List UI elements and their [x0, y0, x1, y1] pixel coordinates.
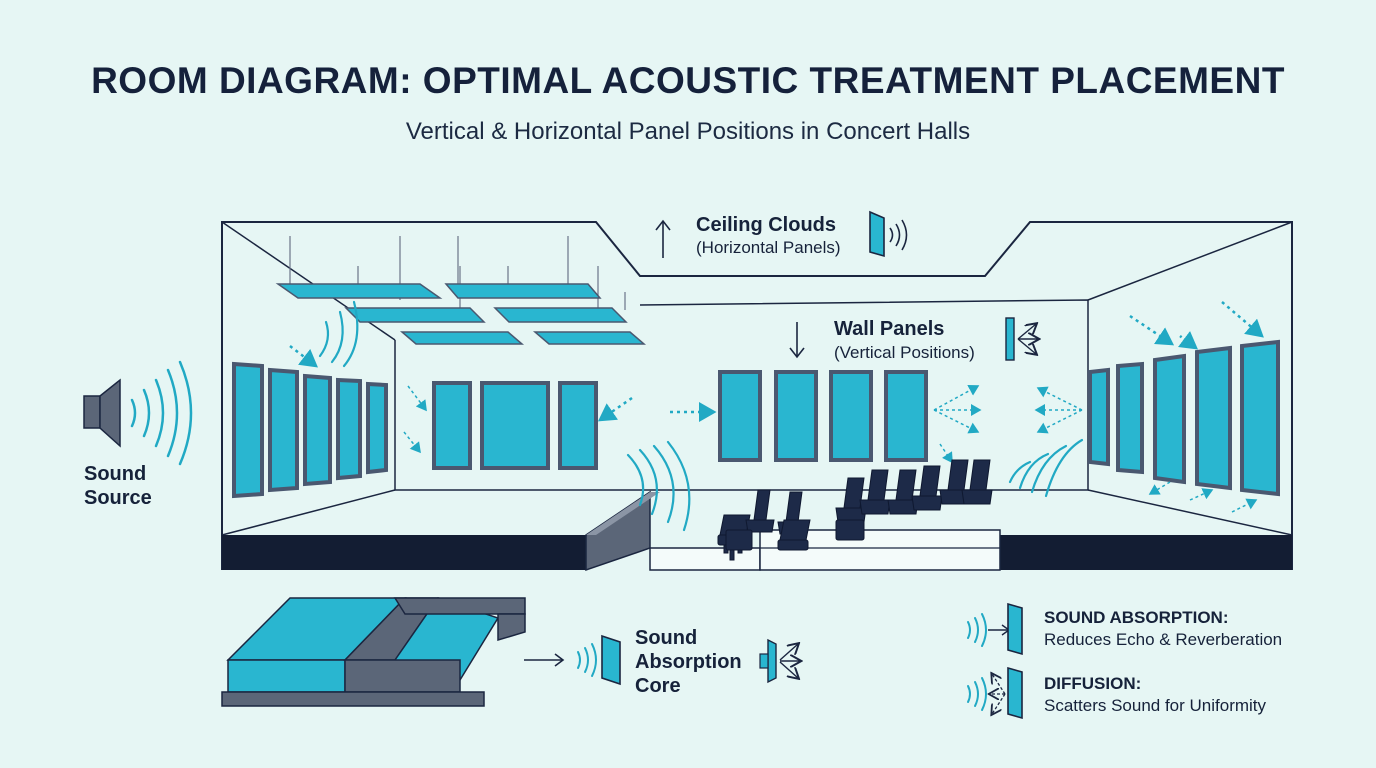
sound-waves [318, 300, 1084, 532]
legend-diffusion-icon [967, 666, 1023, 720]
back-panel-f [829, 370, 873, 462]
core-label-line3: Core [635, 675, 681, 697]
back-panel-c [558, 381, 598, 470]
ceiling-cloud-6 [532, 331, 647, 345]
left-wall-panel-3 [303, 373, 332, 487]
audience-seats [717, 459, 993, 561]
floor-band-left [222, 535, 586, 570]
ceiling-cloud-2 [444, 283, 602, 299]
absorption-panel-icon [869, 210, 908, 258]
ceiling-cloud-4 [493, 307, 628, 323]
right-wall-panel-3 [1153, 353, 1186, 485]
back-panel-a [432, 381, 472, 470]
page-subtitle: Vertical & Horizontal Panel Positions in… [405, 118, 971, 145]
speaker-icon [83, 360, 193, 466]
core-diffusion-icon [759, 638, 800, 684]
sound-source-label-line2: Source [84, 487, 152, 509]
audience-risers [649, 529, 1001, 571]
left-wall-panel-2 [268, 367, 299, 493]
legend-diffusion-heading: DIFFUSION: [1044, 674, 1142, 693]
incoming-arrows [289, 301, 1264, 422]
back-panel-b [480, 381, 550, 470]
right-wall-panel-2 [1116, 361, 1144, 475]
ceiling-clouds [275, 236, 647, 345]
right-wall-panels [1088, 339, 1280, 497]
left-wall-panel-4 [336, 377, 362, 481]
wall-panels-title: Wall Panels [834, 318, 945, 340]
back-panel-g [884, 370, 928, 462]
legend-diffusion-text: Scatters Sound for Uniformity [1044, 696, 1267, 715]
back-wall-panels-right [718, 370, 928, 462]
left-wall-panel-1 [232, 361, 264, 499]
legend-absorption-heading: SOUND ABSORPTION: [1044, 608, 1229, 627]
sound-source-label-line1: Sound [84, 463, 147, 485]
core-label-line1: Sound [635, 627, 698, 649]
core-label-line2: Absorption [635, 651, 742, 673]
arrow-down-icon [789, 322, 805, 359]
right-wall-panel-1 [1088, 367, 1110, 467]
page-title: ROOM DIAGRAM: OPTIMAL ACOUSTIC TREATMENT… [91, 60, 1285, 101]
diffusion-arrows [403, 385, 1258, 513]
wall-panels-subtitle: (Vertical Positions) [834, 343, 975, 362]
right-wall-panel-5 [1240, 339, 1280, 497]
ceiling-clouds-subtitle: (Horizontal Panels) [696, 238, 841, 257]
legend-absorption-icon [967, 602, 1023, 656]
absorption-core-block [221, 597, 526, 707]
diffusion-panel-icon [1005, 317, 1038, 361]
legend-absorption-text: Reduces Echo & Reverberation [1044, 630, 1283, 649]
ceiling-cloud-3 [344, 307, 486, 323]
ceiling-cloud-5 [399, 331, 525, 345]
ceiling-cloud-1 [275, 283, 443, 299]
arrow-up-icon [655, 219, 671, 258]
left-wall-panels [232, 361, 388, 499]
right-wall-panel-4 [1195, 345, 1232, 491]
core-arrow [524, 653, 565, 667]
ceiling-clouds-title: Ceiling Clouds [696, 214, 836, 236]
left-wall-panel-5 [366, 381, 388, 475]
back-panel-d [718, 370, 762, 462]
back-wall-panels-left [432, 381, 598, 470]
core-absorption-icon [577, 634, 621, 686]
floor-band-right [1000, 535, 1292, 570]
back-panel-e [774, 370, 818, 462]
